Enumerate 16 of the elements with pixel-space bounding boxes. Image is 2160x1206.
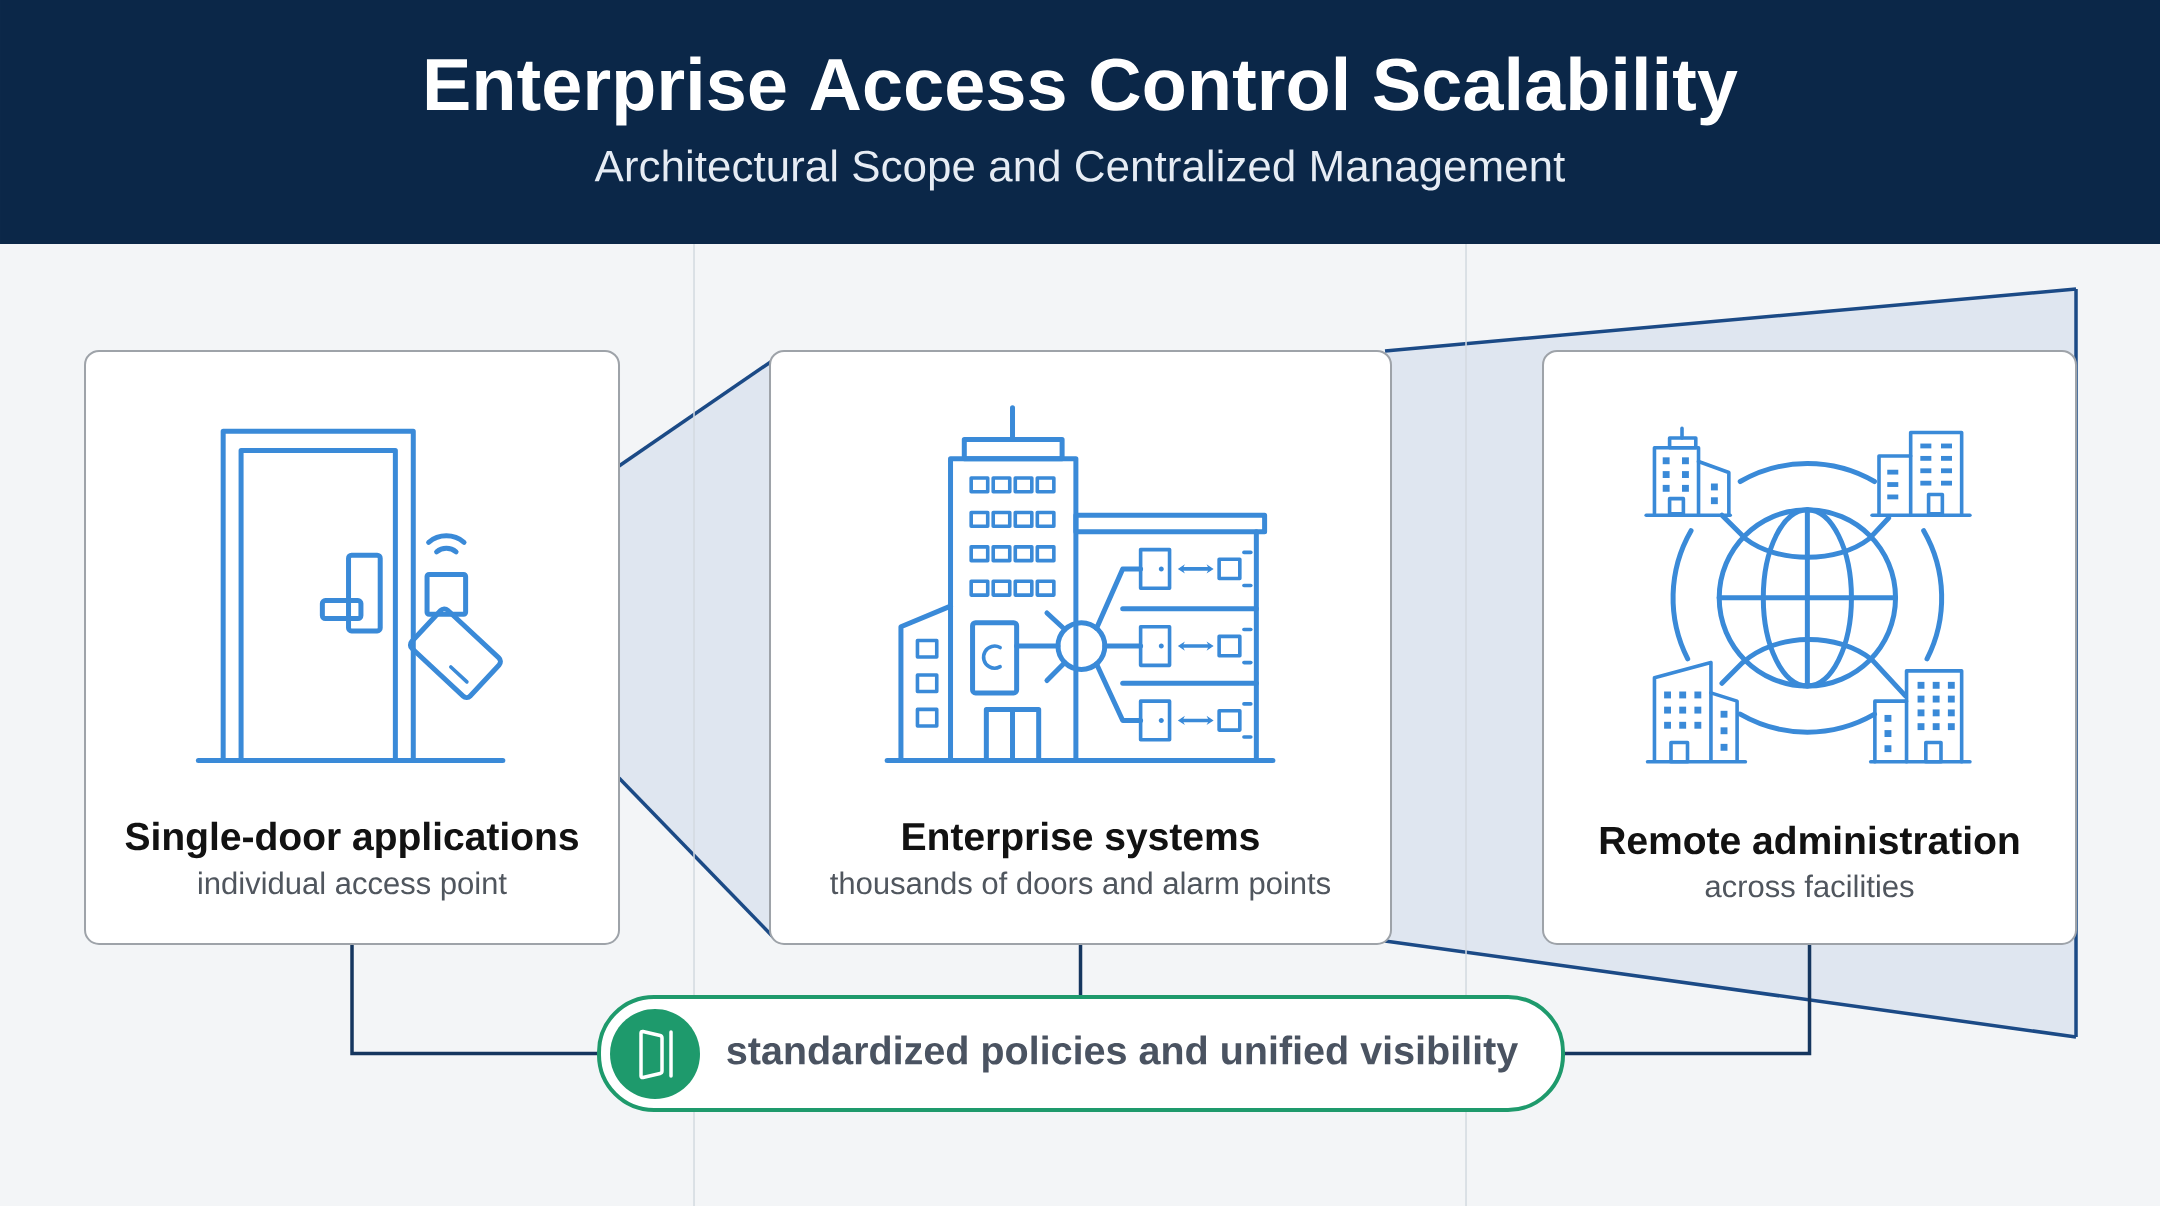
card-heading: Enterprise systems: [903, 821, 1259, 859]
subtitle: Architectural Scope and Centralized Management: [594, 149, 1565, 191]
connector-line: [350, 945, 597, 1056]
card-subtitle: individual access point: [199, 871, 507, 901]
connector-line: [1078, 945, 1083, 995]
card-subtitle: thousands of doors and alarm points: [830, 871, 1331, 901]
policy-banner: [597, 995, 1565, 1112]
card-heading: Single-door applications: [125, 821, 578, 859]
banner-text: standardized policies and unified visibility: [727, 1035, 1519, 1073]
connector-line: [1565, 945, 1812, 1056]
card: [84, 350, 620, 945]
card-heading: Remote administration: [1600, 825, 2019, 855]
card: [1542, 350, 2077, 945]
title: Enterprise Access Control Scalability: [426, 56, 1738, 126]
card: [769, 350, 1392, 945]
card-subtitle: across facilities: [1705, 874, 1914, 898]
